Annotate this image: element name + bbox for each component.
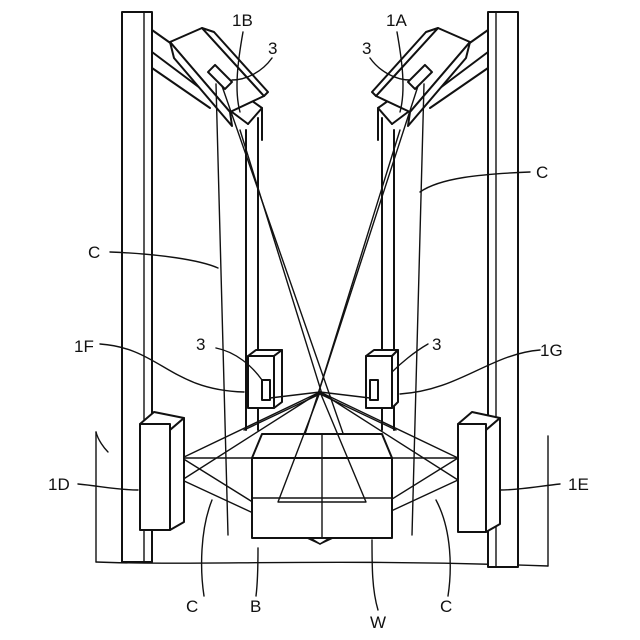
label-c-right-upper: C: [536, 163, 548, 182]
camera-1f: [248, 350, 282, 408]
label-3-top-right: 3: [362, 39, 371, 58]
label-c-left-upper: C: [88, 243, 100, 262]
label-1a: 1A: [386, 11, 407, 30]
marker-3-mid-left: [262, 380, 270, 400]
label-c-left-lower: C: [186, 597, 198, 616]
label-1f: 1F: [74, 337, 94, 356]
label-c-right-lower: C: [440, 597, 452, 616]
label-3-mid-right: 3: [432, 335, 441, 354]
camera-1e: [458, 412, 500, 532]
camera-1g: [366, 350, 398, 408]
label-3-top-left: 3: [268, 39, 277, 58]
label-w: W: [370, 613, 386, 632]
label-1e: 1E: [568, 475, 589, 494]
camera-1d: [140, 412, 184, 530]
label-1g: 1G: [540, 341, 563, 360]
marker-3-mid-right: [370, 380, 378, 400]
label-b: B: [250, 597, 261, 616]
label-1d: 1D: [48, 475, 70, 494]
label-3-mid-left: 3: [196, 335, 205, 354]
label-1b: 1B: [232, 11, 253, 30]
